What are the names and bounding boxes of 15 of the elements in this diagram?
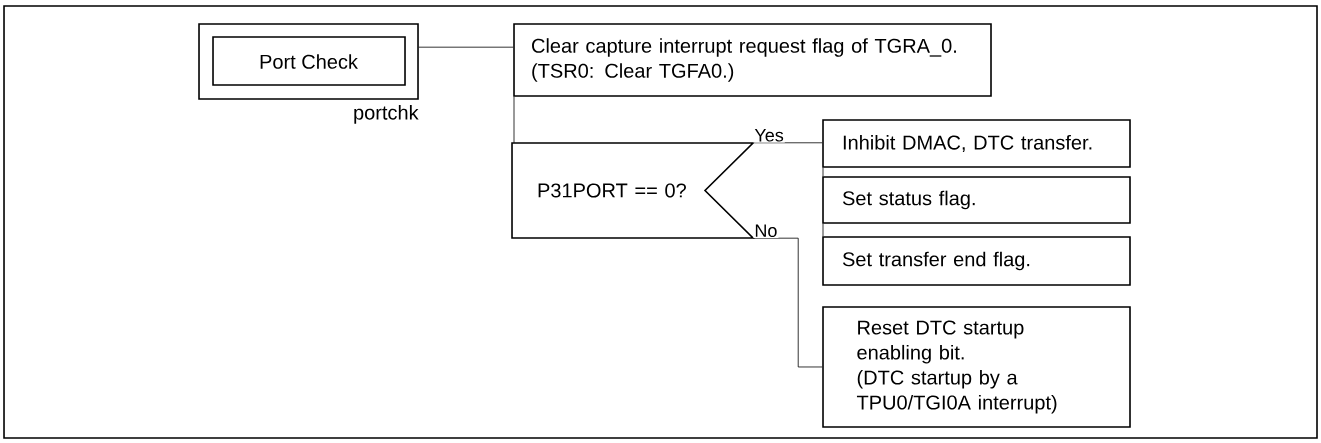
connector-line <box>822 167 824 177</box>
double-box: Port Check <box>198 23 419 100</box>
connector-line <box>752 237 823 368</box>
connector-line <box>418 46 514 48</box>
process-box: Set status flag. <box>822 176 1131 224</box>
edge-label: No <box>753 223 779 238</box>
edge-label: Yes <box>753 128 785 143</box>
connector-line <box>822 223 824 237</box>
process-box: Clear capture interrupt request flag of TGRA_0. (TSR0: Clear TGFA0.) <box>513 23 992 97</box>
process-box: Reset DTC startup enabling bit. (DTC startup by a TPU0/TGI0A interrupt) <box>822 306 1131 428</box>
process-box: Set transfer end flag. <box>822 236 1131 286</box>
decision-box: P31PORT == 0? <box>511 142 755 239</box>
node-label: portchk <box>354 105 419 124</box>
process-box: Inhibit DMAC, DTC transfer. <box>822 119 1131 168</box>
connector-line <box>513 96 515 144</box>
